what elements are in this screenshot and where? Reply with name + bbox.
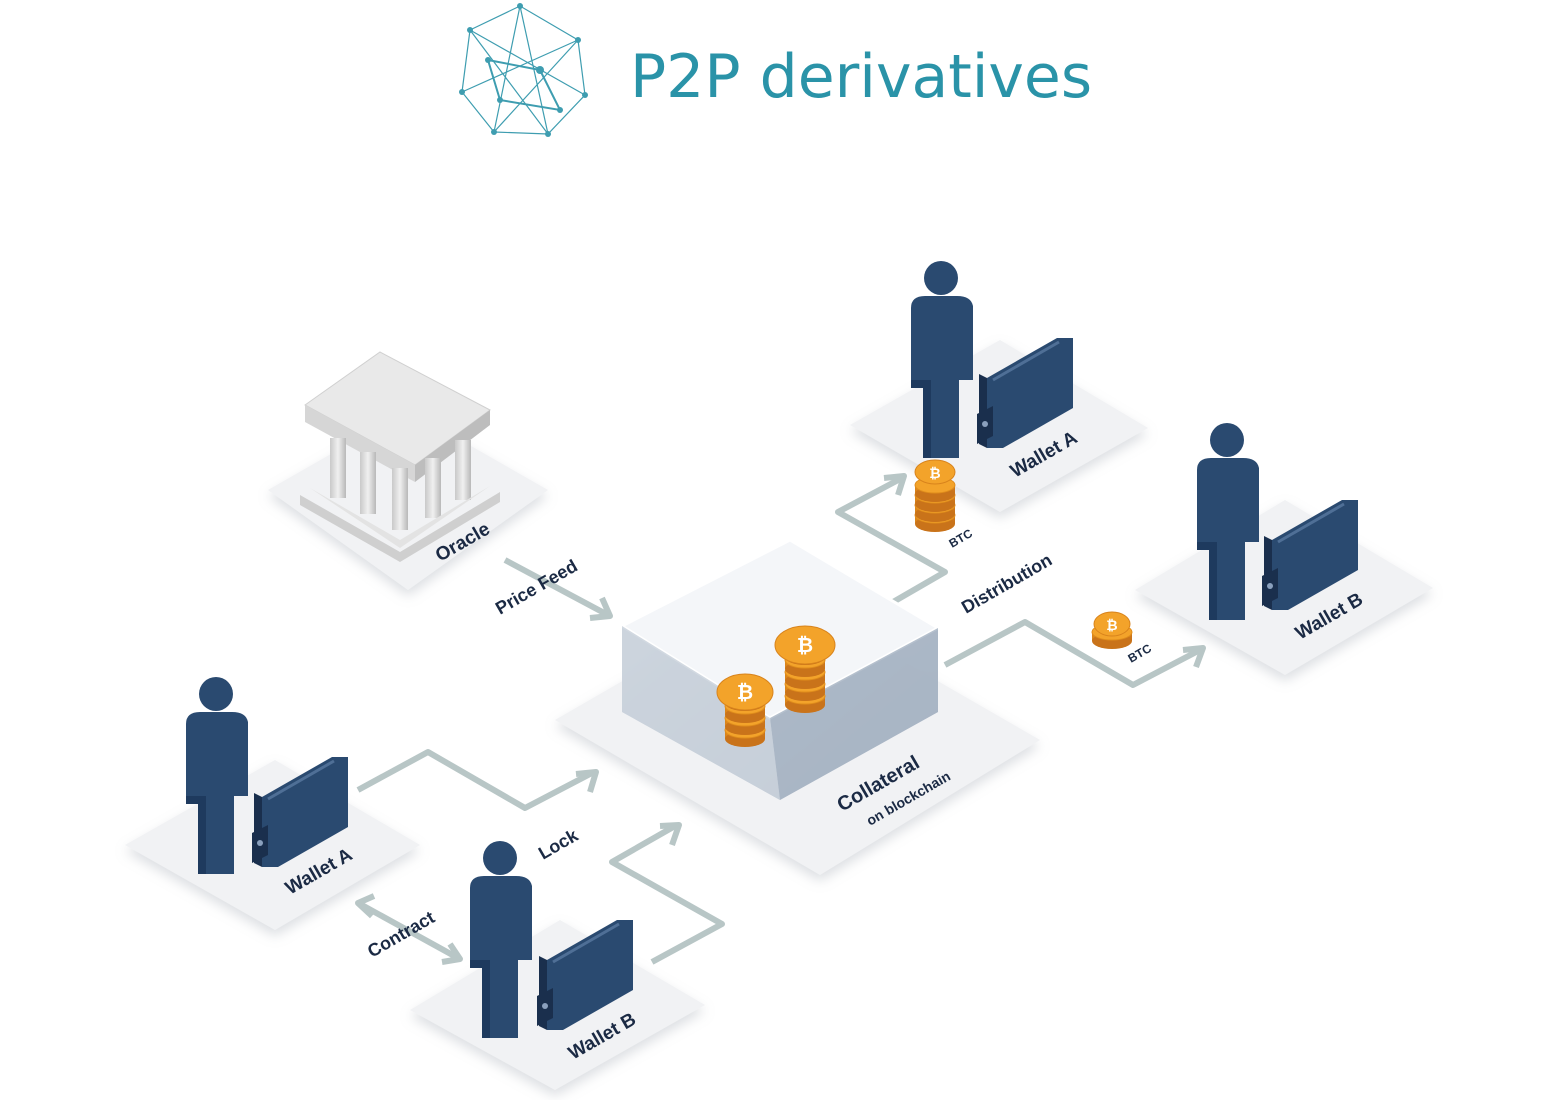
svg-text:₿: ₿	[1106, 618, 1117, 634]
bitcoin-coin-single: ₿	[1091, 611, 1133, 650]
bitcoin-coin-stack-small: ₿	[914, 459, 956, 533]
btc-label-b: BTC	[1126, 641, 1155, 666]
brand-title: P2P derivatives	[630, 42, 1092, 112]
bank-building-icon	[300, 351, 500, 562]
btc-label-a: BTC	[947, 526, 976, 551]
svg-text:₿: ₿	[737, 680, 753, 704]
lock-label: Lock	[535, 825, 582, 864]
brand-logo-icon	[459, 3, 588, 137]
svg-text:₿: ₿	[797, 633, 813, 657]
svg-text:₿: ₿	[929, 466, 940, 482]
collateral-vault	[618, 538, 942, 800]
connector-arrows	[355, 473, 1206, 965]
distribution-label: Distribution	[958, 550, 1055, 618]
price-feed-label: Price Feed	[492, 556, 581, 619]
bitcoin-coin-stack-large: ₿ ₿	[716, 625, 836, 748]
